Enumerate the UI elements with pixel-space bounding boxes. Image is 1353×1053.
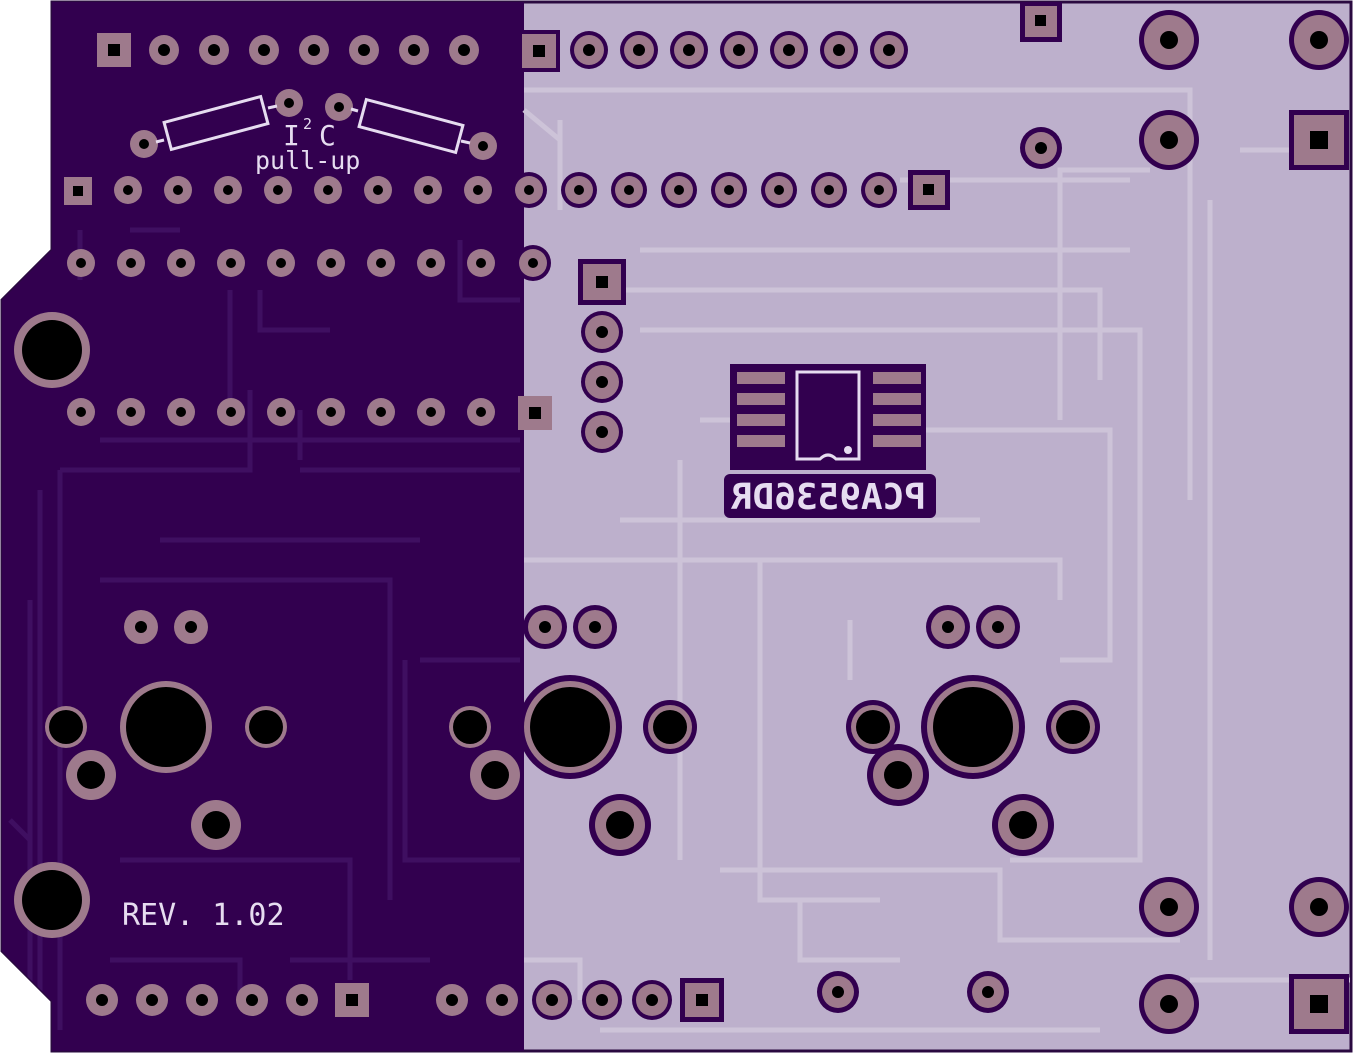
pads-top-right-large: [1139, 10, 1349, 170]
pad-top-small-round: [1020, 127, 1062, 169]
soic-chip: PCA9536DR: [724, 364, 936, 518]
header-bottom-right: [436, 978, 724, 1022]
pads-bottom-small: [817, 971, 1009, 1013]
dark-soldermask-region: [2, 2, 524, 1051]
switch-footprint-left: [45, 610, 287, 850]
header-top-left: [97, 33, 479, 67]
header-top-right: [518, 30, 908, 72]
silk-pullup-text: pull-up: [255, 146, 360, 175]
i2c-pullup-resistors: [130, 89, 497, 160]
silk-i2c-superscript: 2: [303, 115, 312, 133]
dip-row-top: [67, 245, 551, 281]
silk-revision-text: REV. 1.02: [122, 898, 285, 933]
pads-layer: I 2 C pull-up: [14, 2, 1349, 1034]
silk-i2c-c: C: [319, 119, 336, 152]
header-row-2: [64, 170, 950, 210]
silk-i2c-label: I 2 C pull-up: [255, 115, 360, 175]
pad-top-small-square: [1020, 2, 1062, 42]
header-bottom-left: [86, 983, 369, 1017]
switch-footprint-right: [846, 605, 1100, 856]
traces-dark: [8, 227, 520, 1030]
silk-chip-name: PCA9536DR: [731, 477, 926, 518]
mounting-holes-left: [14, 312, 90, 938]
header-vertical-4: [578, 259, 626, 453]
switch-footprint-middle: [449, 605, 697, 856]
dip-row-bottom: [67, 396, 552, 430]
pads-bottom-right-large: [1139, 877, 1349, 1034]
silk-i2c-i: I: [283, 119, 300, 152]
